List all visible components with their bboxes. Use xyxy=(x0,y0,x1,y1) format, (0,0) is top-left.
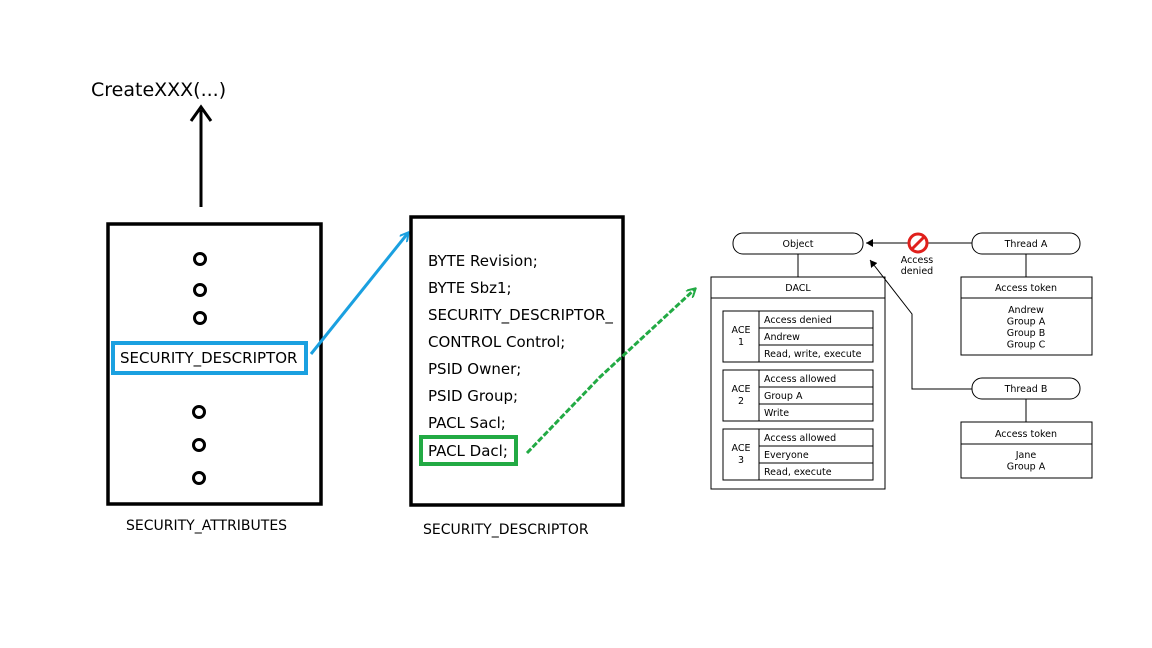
ace-trustee: Everyone xyxy=(764,450,809,461)
ace-number: 2 xyxy=(738,396,744,407)
pacl-dacl-highlight xyxy=(419,435,518,466)
deny-icon xyxy=(907,232,929,254)
thread-b-to-object-arrow xyxy=(869,259,972,390)
thread-a-token-box xyxy=(960,276,1093,356)
thread-a-label: Thread A xyxy=(1004,239,1048,250)
ace-number: 3 xyxy=(738,455,744,466)
ace-id: ACE xyxy=(732,443,751,454)
ace-id: ACE xyxy=(732,325,751,336)
green-pointer-arrow xyxy=(525,289,695,455)
create-call-label: CreateXXX(...) xyxy=(91,79,226,101)
token-member: Jane xyxy=(1015,450,1037,461)
sd-field-line: SECURITY_DESCRIPTOR_ xyxy=(428,306,613,325)
thread-b-label: Thread B xyxy=(1004,384,1048,395)
sd-field-line: CONTROL Control; xyxy=(428,333,565,351)
access-denied-label-2: denied xyxy=(901,266,933,277)
ace-type: Access denied xyxy=(764,315,832,326)
ace-type: Access allowed xyxy=(764,433,836,444)
security-attributes-caption: SECURITY_ATTRIBUTES xyxy=(126,518,287,534)
thread-b-token-box xyxy=(960,421,1093,479)
token-member: Group A xyxy=(1007,462,1046,473)
ace-id: ACE xyxy=(732,384,751,395)
blue-pointer-arrow xyxy=(309,233,408,355)
thread-b-token-title: Access token xyxy=(995,429,1057,440)
dacl-title: DACL xyxy=(785,283,811,294)
token-member: Group C xyxy=(1007,340,1046,351)
ace-rights: Write xyxy=(764,408,789,419)
security-attributes-box xyxy=(106,222,323,506)
thread-a-token-title: Access token xyxy=(995,283,1057,294)
sd-field-line: PACL Sacl; xyxy=(428,414,506,432)
sd-field-line: BYTE Sbz1; xyxy=(428,279,512,297)
security-descriptor-field: SECURITY_DESCRIPTOR xyxy=(120,349,297,368)
ace-rights: Read, execute xyxy=(764,467,832,478)
security-descriptor-box xyxy=(409,215,625,507)
token-member: Group B xyxy=(1007,328,1045,339)
sd-field-line: PSID Owner; xyxy=(428,360,521,378)
ellipsis-dots-bottom xyxy=(192,405,206,485)
sd-field-line: PSID Group; xyxy=(428,387,518,405)
token-member: Andrew xyxy=(1008,305,1044,316)
sd-field-line: BYTE Revision; xyxy=(428,252,538,270)
ace-rights: Read, write, execute xyxy=(764,349,862,360)
pacl-dacl-field: PACL Dacl; xyxy=(428,442,508,460)
ace-trustee: Group A xyxy=(764,391,803,402)
ace-trustee: Andrew xyxy=(764,332,800,343)
security-descriptor-field-highlight xyxy=(111,341,308,375)
ace-number: 1 xyxy=(738,337,744,348)
token-member: Group A xyxy=(1007,317,1046,328)
up-arrow-head xyxy=(189,104,213,122)
ace-type: Access allowed xyxy=(764,374,836,385)
access-denied-label-1: Access xyxy=(901,255,934,266)
security-descriptor-caption: SECURITY_DESCRIPTOR xyxy=(423,522,589,538)
object-label: Object xyxy=(783,239,814,250)
ellipsis-dots-top xyxy=(193,252,207,325)
security-descriptor-fields: BYTE Revision; BYTE Sbz1; SECURITY_DESCRIP… xyxy=(428,252,613,432)
